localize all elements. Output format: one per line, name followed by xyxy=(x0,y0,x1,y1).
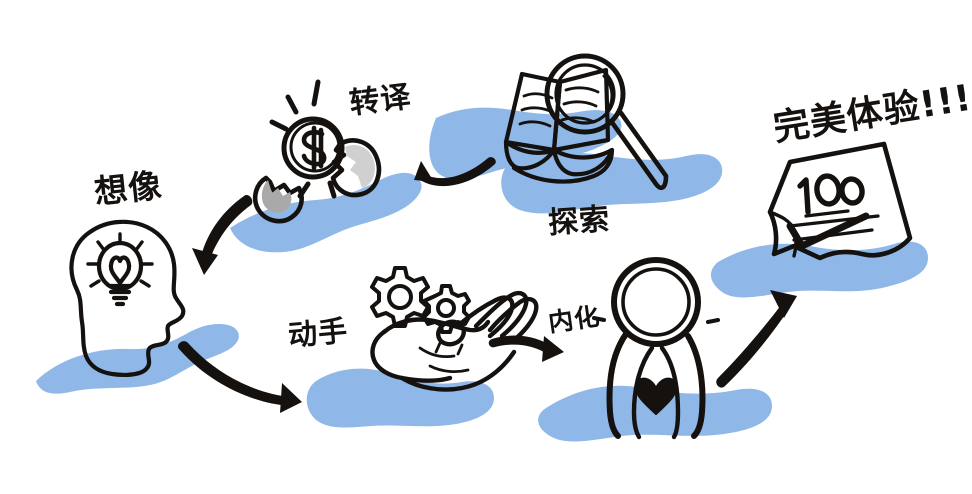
hand-finger-3 xyxy=(487,297,539,345)
coin-outer xyxy=(281,116,345,180)
hand-crease-lines xyxy=(418,341,470,374)
blue-stroke-translate xyxy=(230,172,422,253)
eggshell-right xyxy=(330,138,382,198)
stage-label-imagine: 想像 xyxy=(92,165,165,212)
magnifier-lens-inner xyxy=(554,63,616,125)
arrow-internalize-to-perfect xyxy=(716,290,797,388)
magnifier-handle xyxy=(608,110,669,191)
blue-stroke-explore-2 xyxy=(501,152,723,214)
hand-finger-2 xyxy=(473,291,529,339)
eggshell-left xyxy=(252,175,304,224)
paper-outline xyxy=(767,141,913,261)
eggshell-right-fill xyxy=(345,145,375,188)
blue-stroke-hands-on xyxy=(306,368,494,428)
book-right-page xyxy=(551,67,611,153)
hand-palm xyxy=(381,317,491,335)
blue-stroke-imagine xyxy=(36,324,239,394)
arrow-explore-to-translate xyxy=(414,157,496,187)
stage-label-hands-on: 动手 xyxy=(286,313,350,353)
person-arm-left xyxy=(592,316,606,322)
person-head-outer xyxy=(611,257,701,347)
person-body-left xyxy=(606,331,629,439)
person-body-inner-right xyxy=(659,345,681,440)
person-with-heart-icon xyxy=(592,257,720,440)
person-arm-right xyxy=(706,318,720,324)
hand-with-gears-icon xyxy=(370,266,539,392)
hand-lower-edge xyxy=(399,349,517,392)
hand-thumb xyxy=(370,329,453,383)
heart-icon xyxy=(634,377,678,415)
paper-score-100-checkmark-icon xyxy=(767,141,913,261)
magnifier-lens-outer xyxy=(544,53,626,135)
eggshell-left-fill xyxy=(261,180,292,213)
blue-brush-strokes xyxy=(36,107,928,442)
head-with-lightbulb-icon xyxy=(69,219,186,377)
coin-symbol xyxy=(301,125,327,171)
book-base xyxy=(511,147,615,184)
coin-sparks xyxy=(269,79,337,199)
person-body-inner-left xyxy=(631,345,655,440)
person-body-right xyxy=(685,333,706,439)
arrow-translate-to-imagine xyxy=(192,194,253,275)
magnifier-glint xyxy=(602,74,614,108)
flow-arrows xyxy=(177,157,797,413)
paper-checkmark xyxy=(786,212,870,250)
stage-label-internalize: 内化 xyxy=(546,301,602,338)
paper-score-zero-1 xyxy=(814,173,842,207)
bulb-rays xyxy=(86,232,154,288)
bulb-base xyxy=(107,283,133,307)
arrow-imagine-to-hands-on xyxy=(177,341,302,413)
open-book-magnifier-icon xyxy=(503,53,669,191)
arrow-hands-on-to-internalize xyxy=(488,335,564,362)
person-head-inner xyxy=(621,267,691,337)
head-outline xyxy=(69,219,186,377)
stage-label-translate: 转译 xyxy=(347,79,414,122)
book-left-lower xyxy=(503,139,557,171)
hatching-egg-coin-icon xyxy=(252,79,382,224)
hand-gear-held xyxy=(436,319,466,347)
book-right-lower xyxy=(551,147,615,177)
paper-score-100 xyxy=(797,177,811,215)
paper-score-zero-2 xyxy=(839,176,865,206)
gear-large-icon xyxy=(370,266,430,328)
stage-label-explore: 探索 xyxy=(547,201,612,242)
bulb-filament xyxy=(108,255,132,286)
